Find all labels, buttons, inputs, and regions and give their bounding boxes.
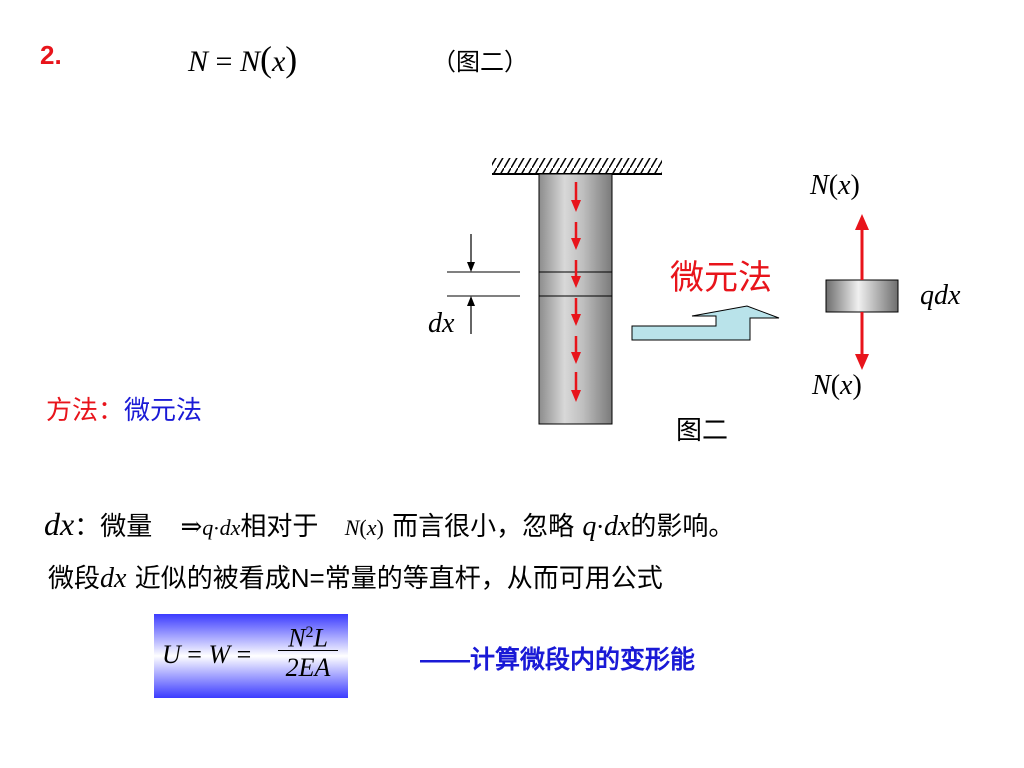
line1-dx2: dx xyxy=(219,515,241,540)
formula-x: x xyxy=(271,45,286,78)
explanation-line-1: dx：微量 ⇒q·dx相对于 N(x) 而言很小，忽略 q·dx的影响。 xyxy=(44,506,734,546)
fixed-support xyxy=(492,158,662,175)
line2-const: N= xyxy=(290,563,325,593)
figure-caption: 图二 xyxy=(676,416,729,446)
line1-q: q xyxy=(202,515,214,540)
formula-rparen: ) xyxy=(285,39,298,79)
line1-tail: 的影响。 xyxy=(630,512,735,542)
formula-note: ——计算微段内的变形能 xyxy=(420,646,696,674)
top-force-lparen: ( xyxy=(828,170,839,201)
bottom-force-x: x xyxy=(840,370,853,401)
line1-dot2: · xyxy=(596,513,604,541)
bottom-force-N: N xyxy=(812,370,831,401)
line2-middle: 近似的被看成 xyxy=(134,564,291,594)
line2-prefix: 微段 xyxy=(48,564,101,594)
free-body-element xyxy=(825,214,899,370)
formula-numerator: N2L xyxy=(276,616,340,653)
line1-relative: 相对于 xyxy=(240,512,319,542)
distributed-load-arrows xyxy=(571,182,581,402)
formula-W: W xyxy=(208,640,231,669)
method-value: 微元法 xyxy=(124,396,203,426)
line1-rest: 而言很小，忽略 xyxy=(392,512,575,542)
line1-lp: ( xyxy=(359,515,367,540)
dx-dimension xyxy=(447,234,520,334)
line1-dx: dx xyxy=(44,506,75,542)
formula-num-N: N xyxy=(288,623,306,653)
line1-dot: · xyxy=(213,516,220,540)
qdx-label: qdx xyxy=(920,280,961,311)
figure-reference: （图二） xyxy=(432,48,528,76)
formula-eq2: = xyxy=(236,640,252,669)
method-arrow-label: 微元法 xyxy=(670,258,772,298)
formula-num-sup: 2 xyxy=(305,624,314,641)
top-force-x: x xyxy=(838,170,851,201)
line1-q2: q xyxy=(582,511,597,542)
transform-arrow xyxy=(631,305,780,341)
formula-U: U xyxy=(162,640,181,669)
formula-lparen: ( xyxy=(259,39,272,79)
line1-x: x xyxy=(366,515,377,540)
formula-N-lhs: N xyxy=(188,45,209,78)
method-label: 方法： xyxy=(46,396,125,426)
line1-rp: ) xyxy=(376,515,384,540)
line1-colon-text: ：微量 xyxy=(74,512,153,542)
line2-suffix: 常量的等直杆，从而可用公式 xyxy=(324,564,663,594)
line1-N: N xyxy=(344,515,360,540)
line1-dx3: dx xyxy=(603,511,631,542)
heading-formula: N = N(x) xyxy=(188,38,297,80)
line2-dx: dx xyxy=(100,563,127,594)
bottom-force-rparen: ) xyxy=(852,370,862,401)
line1-implies: ⇒ xyxy=(180,512,203,542)
formula-N-fn: N xyxy=(239,45,260,78)
top-force-label: N(x) xyxy=(810,170,860,202)
method-line: 方法：微元法 xyxy=(46,390,202,427)
top-force-rparen: ) xyxy=(850,170,860,201)
explanation-line-2: 微段dx 近似的被看成N=常量的等直杆，从而可用公式 xyxy=(48,560,663,597)
formula-num-L: L xyxy=(313,623,328,653)
energy-formula-box xyxy=(154,614,348,698)
bottom-force-lparen: ( xyxy=(830,370,841,401)
formula-eq1: = xyxy=(187,640,202,669)
formula-denominator: 2EA xyxy=(285,653,331,682)
bottom-force-label: N(x) xyxy=(812,370,862,402)
formula-fraction: N2L 2EA xyxy=(276,616,340,685)
formula-fraction-bar xyxy=(278,650,338,651)
energy-formula: U = W = xyxy=(162,640,251,670)
top-force-N: N xyxy=(810,170,829,201)
dx-label: dx xyxy=(428,308,455,339)
formula-equals: = xyxy=(215,45,233,78)
section-number: 2. xyxy=(40,40,62,70)
